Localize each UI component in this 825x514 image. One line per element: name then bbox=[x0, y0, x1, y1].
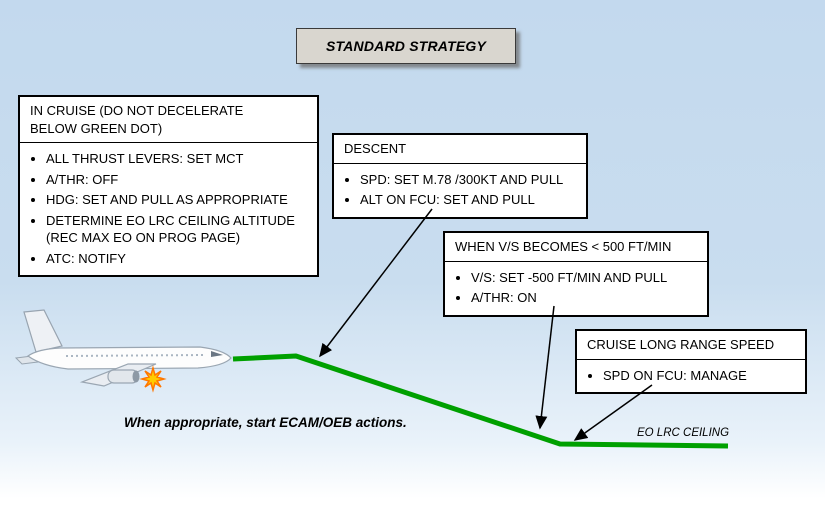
checklist-item: ALT ON FCU: SET AND PULL bbox=[360, 191, 586, 209]
when-vs-box: WHEN V/S BECOMES < 500 FT/MIN V/S: SET -… bbox=[443, 231, 709, 317]
airplane-fuselage bbox=[26, 346, 232, 370]
in-cruise-header: IN CRUISE (DO NOT DECELERATE BELOW GREEN… bbox=[20, 97, 317, 144]
airplane-windows bbox=[65, 354, 205, 357]
airplane-wing bbox=[79, 363, 157, 387]
cruise-lrc-items: SPD ON FCU: MANAGE bbox=[577, 367, 805, 385]
descent-items: SPD: SET M.78 /300KT AND PULL ALT ON FCU… bbox=[334, 171, 586, 209]
cruise-lrc-box: CRUISE LONG RANGE SPEED SPD ON FCU: MANA… bbox=[575, 329, 807, 395]
cruise-lrc-header: CRUISE LONG RANGE SPEED bbox=[577, 331, 805, 360]
airplane-engine-inlet bbox=[132, 370, 140, 383]
checklist-item: SPD ON FCU: MANAGE bbox=[603, 367, 805, 385]
checklist-item: ATC: NOTIFY bbox=[46, 250, 317, 268]
diagram-title: STANDARD STRATEGY bbox=[326, 38, 486, 54]
arrow-descent bbox=[319, 208, 433, 358]
checklist-item: A/THR: OFF bbox=[46, 171, 317, 189]
airplane-stabilizer bbox=[14, 353, 56, 365]
in-cruise-items: ALL THRUST LEVERS: SET MCT A/THR: OFF HD… bbox=[20, 150, 317, 267]
eo-lrc-ceiling-label: EO LRC CEILING bbox=[637, 427, 730, 439]
ecam-oeb-note: When appropriate, start ECAM/OEB actions… bbox=[124, 415, 407, 430]
in-cruise-box: IN CRUISE (DO NOT DECELERATE BELOW GREEN… bbox=[18, 95, 319, 278]
airplane-cockpit-window bbox=[211, 351, 223, 357]
checklist-item: SPD: SET M.78 /300KT AND PULL bbox=[360, 171, 586, 189]
airplane-tail-fin bbox=[23, 309, 63, 353]
checklist-item: ALL THRUST LEVERS: SET MCT bbox=[46, 150, 317, 168]
descent-box: DESCENT SPD: SET M.78 /300KT AND PULL AL… bbox=[332, 133, 588, 219]
airplane-engine bbox=[107, 369, 139, 384]
diagram-title-box: STANDARD STRATEGY bbox=[296, 28, 516, 64]
airplane-illustration bbox=[14, 309, 232, 393]
descent-header: DESCENT bbox=[334, 135, 586, 164]
when-vs-header: WHEN V/S BECOMES < 500 FT/MIN bbox=[445, 233, 707, 262]
checklist-item: V/S: SET -500 FT/MIN AND PULL bbox=[471, 269, 707, 287]
when-vs-items: V/S: SET -500 FT/MIN AND PULL A/THR: ON bbox=[445, 269, 707, 307]
checklist-item: DETERMINE EO LRC CEILING ALTITUDE (REC M… bbox=[46, 212, 317, 247]
checklist-item: HDG: SET AND PULL AS APPROPRIATE bbox=[46, 191, 317, 209]
arrow-vs bbox=[535, 305, 555, 430]
checklist-item: A/THR: ON bbox=[471, 289, 707, 307]
engine-failure-starburst-icon bbox=[139, 365, 167, 393]
